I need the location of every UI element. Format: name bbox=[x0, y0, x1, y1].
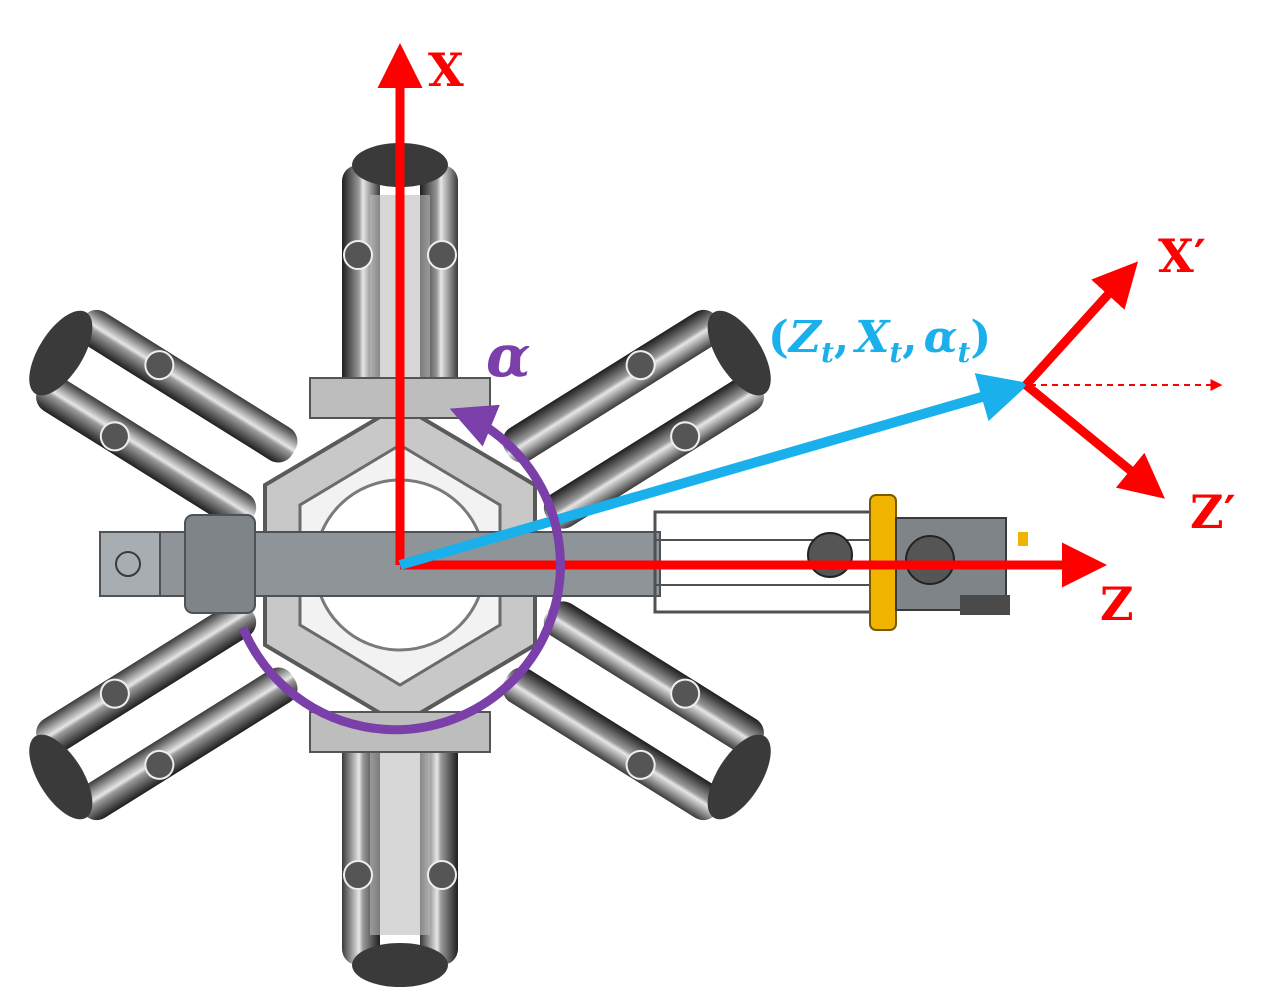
x-prime-label: X′ bbox=[1158, 229, 1206, 283]
target-pose-label: (Zt,Xt,αt) bbox=[768, 312, 991, 369]
target-vector bbox=[398, 373, 1030, 570]
target-frame bbox=[1022, 261, 1223, 499]
world-axes bbox=[377, 43, 1107, 588]
z-prime-label: Z′ bbox=[1190, 485, 1236, 539]
z-axis-label: Z bbox=[1100, 577, 1134, 631]
angle-label: α bbox=[486, 322, 531, 390]
x-prime-axis bbox=[1022, 261, 1139, 389]
angle-arc bbox=[238, 404, 565, 735]
z-prime-axis bbox=[1023, 381, 1165, 499]
x-axis-label: X bbox=[428, 43, 464, 97]
